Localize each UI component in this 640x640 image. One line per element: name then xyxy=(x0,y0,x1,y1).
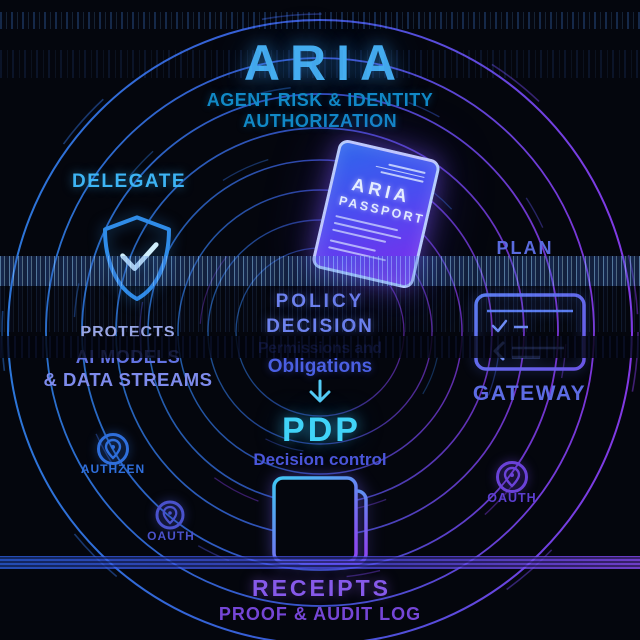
receipts-label: RECEIPTS xyxy=(251,575,392,601)
oauth-left-label: OAUTH xyxy=(147,529,195,543)
down-arrow-icon xyxy=(305,379,335,405)
protects-line1: PROTECTS xyxy=(80,324,176,341)
pdp-label: PDP xyxy=(282,411,361,449)
authzen-badge-icon xyxy=(91,427,135,471)
receipts-caption: PROOF & AUDIT LOG xyxy=(218,604,422,624)
protects-caption: PROTECTS AI MODELS & DATA STREAMS xyxy=(20,323,236,390)
passport-text-lines xyxy=(328,214,412,265)
shield-check-icon xyxy=(97,212,177,306)
gateway-card-icon xyxy=(472,291,588,373)
oauth-badge-icon-right xyxy=(490,455,534,499)
plan-label: PLAN xyxy=(496,238,554,258)
policy-line1: POLICY xyxy=(275,291,365,312)
delegate-label: DELEGATE xyxy=(71,171,187,192)
page-title: ARIA xyxy=(243,35,407,91)
gateway-label: GATEWAY xyxy=(472,382,587,405)
page-subtitle-line1: AGENT RISK & IDENTITY xyxy=(206,90,434,110)
receipts-doc-icon xyxy=(266,473,378,569)
obligations-label: Obligations xyxy=(267,356,373,377)
protects-line2: AI MODELS xyxy=(75,347,181,367)
policy-line2: DECISION xyxy=(266,316,374,337)
authzen-label: AUTHZEN xyxy=(80,462,146,476)
protects-line3: & DATA STREAMS xyxy=(43,369,213,390)
pdp-caption: Decision control xyxy=(253,450,387,469)
page-subtitle-line2: AUTHORIZATION xyxy=(242,111,398,131)
policy-decision-label: POLICY DECISION xyxy=(215,291,425,338)
oauth-right-label: OAUTH xyxy=(487,491,537,505)
oauth-badge-icon-left xyxy=(148,493,192,537)
